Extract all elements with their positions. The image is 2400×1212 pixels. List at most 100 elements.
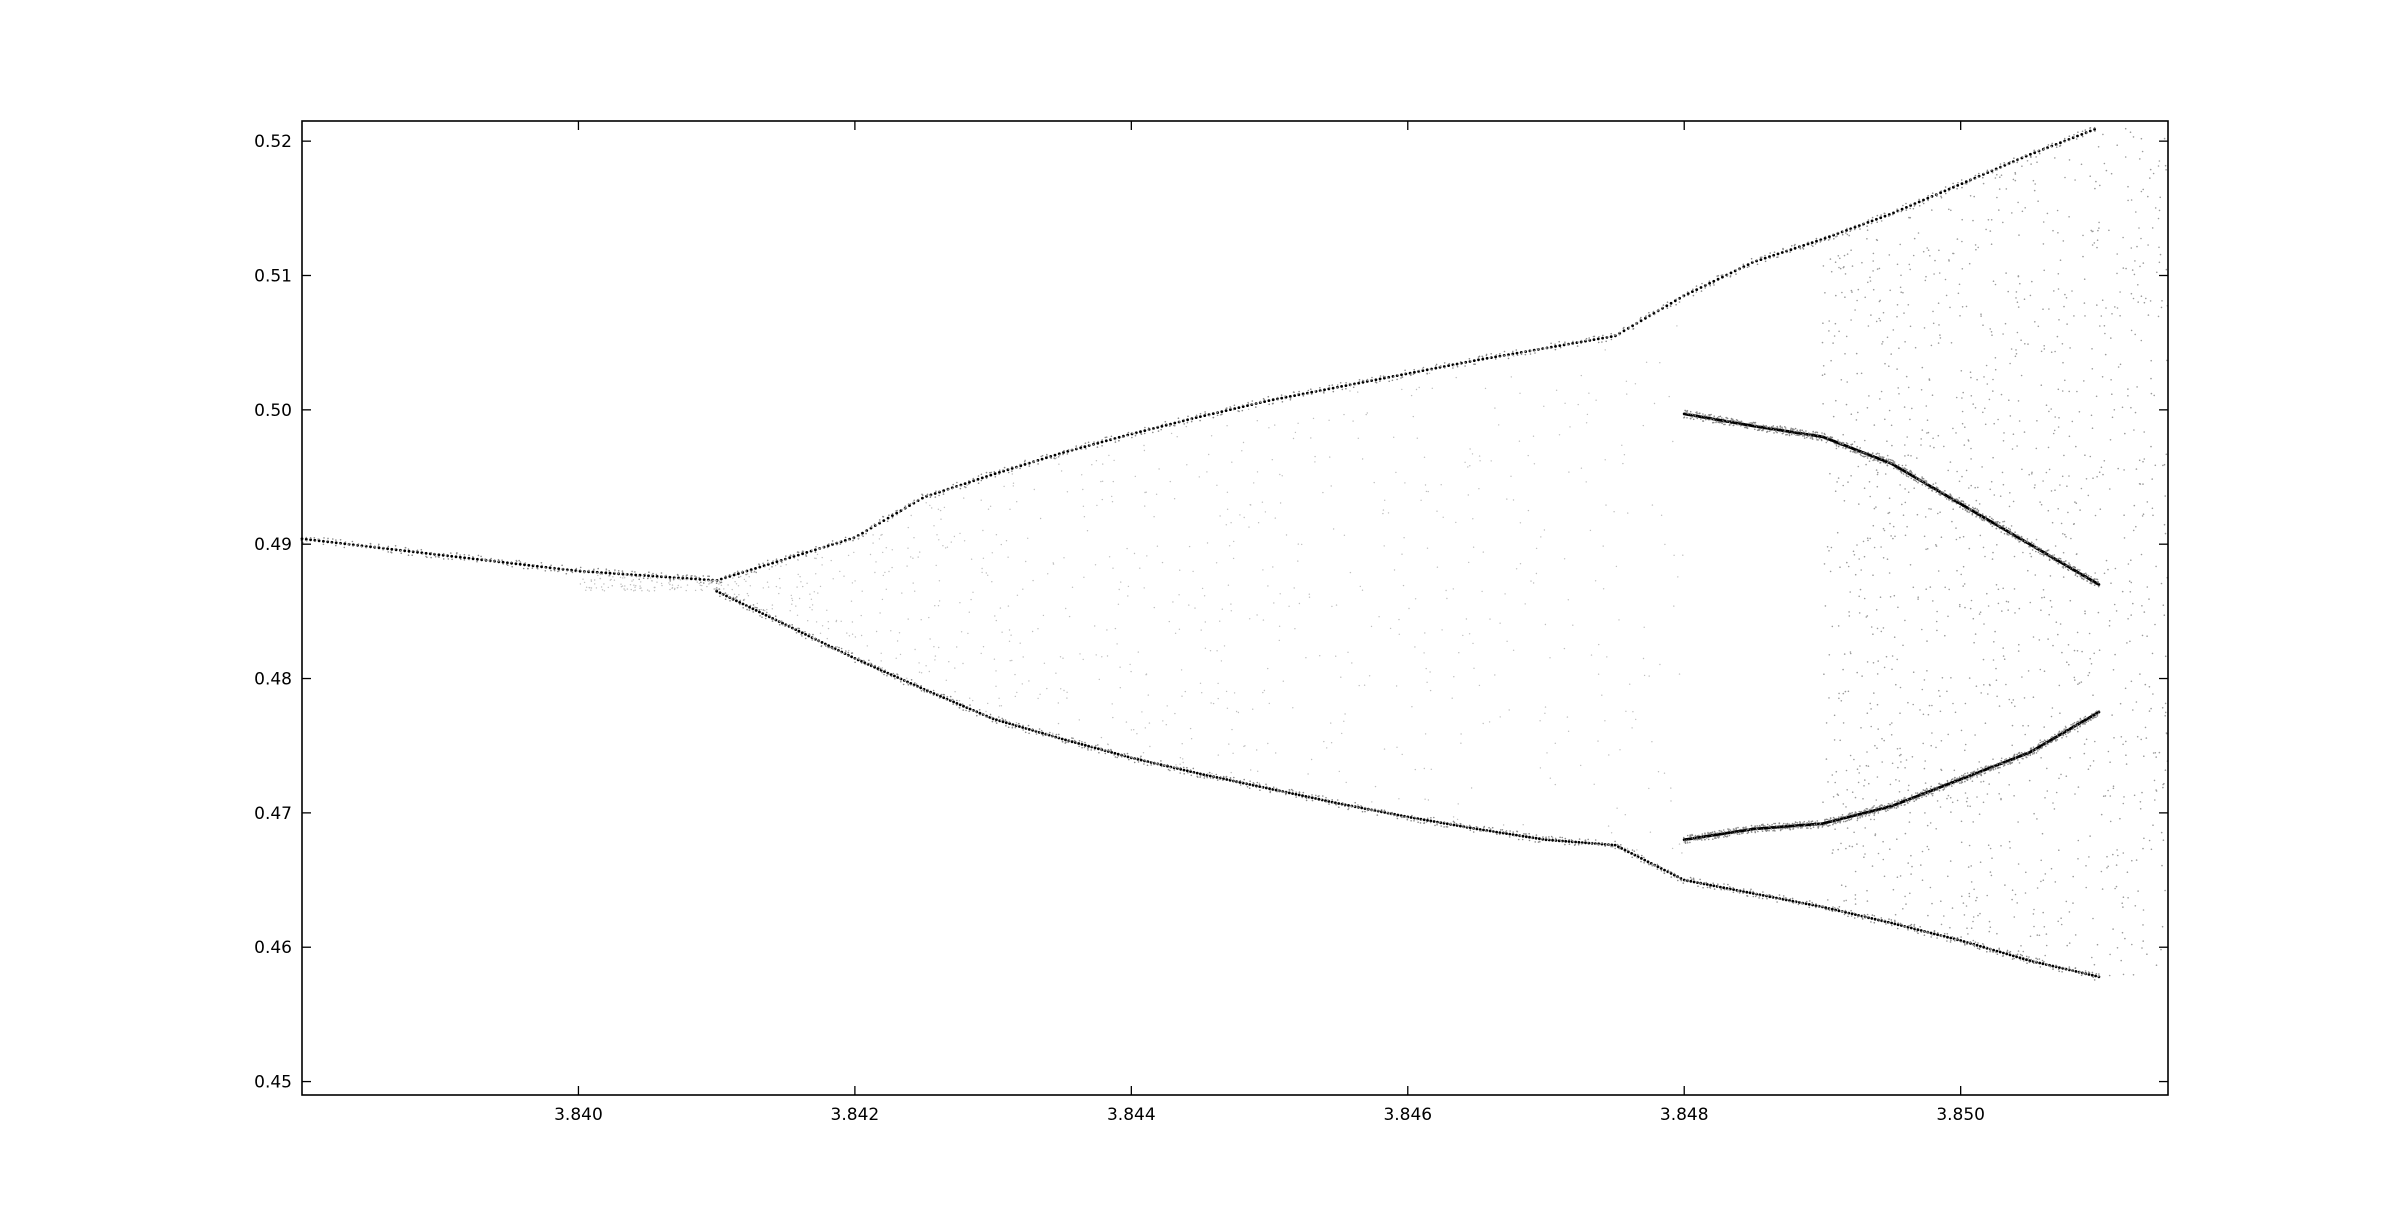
data-point: [1262, 397, 1265, 400]
data-point: [1960, 941, 1962, 943]
data-point: [913, 685, 915, 687]
data-point: [861, 534, 863, 536]
data-point: [1935, 491, 1937, 494]
data-point: [1682, 295, 1685, 298]
data-point: [886, 520, 889, 523]
data-point: [1344, 384, 1348, 387]
data-point: [540, 562, 543, 564]
data-point: [1909, 926, 1913, 930]
data-point: [761, 612, 765, 615]
data-point: [1232, 780, 1235, 782]
data-point: [535, 564, 539, 568]
data-point: [1090, 749, 1092, 751]
data-point: [2008, 757, 2011, 759]
data-point: [801, 552, 804, 556]
data-point: [1289, 397, 1292, 399]
data-point: [1614, 334, 1616, 337]
data-point: [1547, 838, 1550, 840]
data-point: [1961, 781, 1964, 784]
data-point: [1708, 281, 1711, 285]
data-point: [1574, 843, 1576, 846]
data-point: [1272, 786, 1275, 788]
data-point: [1529, 350, 1532, 352]
data-point: [1347, 808, 1349, 811]
data-point: [344, 541, 347, 543]
data-point: [2048, 965, 2050, 967]
data-point: [347, 544, 350, 546]
data-point: [1783, 897, 1785, 899]
data-point: [390, 551, 392, 553]
data-point: [1404, 372, 1407, 374]
data-point: [1845, 229, 1848, 232]
data-point: [839, 540, 842, 542]
data-point: [1713, 888, 1716, 890]
data-point: [1024, 731, 1027, 734]
data-point: [1839, 820, 1842, 823]
data-point: [1097, 747, 1100, 751]
data-point: [1829, 817, 1832, 819]
data-point: [1791, 899, 1795, 903]
data-point: [1617, 845, 1620, 849]
data-point: [471, 557, 475, 561]
data-point: [1986, 171, 1988, 173]
data-point: [1610, 332, 1612, 335]
data-point: [1150, 761, 1153, 763]
data-point: [1879, 461, 1882, 464]
data-point: [1404, 815, 1407, 818]
data-point: [1963, 502, 1965, 505]
data-point: [1903, 798, 1905, 800]
data-point: [1950, 494, 1952, 497]
data-point: [736, 596, 738, 598]
data-point: [1597, 341, 1600, 344]
data-point: [1962, 940, 1966, 943]
data-point: [1737, 826, 1739, 829]
data-point: [1429, 819, 1433, 823]
data-point: [2042, 740, 2045, 743]
data-point: [1251, 400, 1254, 402]
data-point: [1834, 907, 1836, 909]
data-point: [2088, 129, 2092, 133]
data-point: [991, 720, 994, 723]
data-point: [669, 580, 671, 582]
data-point: [404, 546, 407, 549]
data-point: [1127, 431, 1130, 434]
data-point: [1907, 802, 1909, 804]
data-point: [731, 598, 734, 600]
data-point: [407, 554, 410, 556]
data-point: [1173, 766, 1175, 769]
data-point: [1893, 467, 1895, 470]
data-point: [1890, 921, 1893, 925]
data-point: [741, 571, 744, 573]
data-point: [2036, 547, 2039, 549]
data-point: [724, 592, 727, 594]
data-point: [2090, 973, 2094, 977]
data-point: [1100, 749, 1103, 751]
data-point: [2052, 968, 2054, 971]
data-point: [989, 471, 991, 474]
data-point: [2005, 952, 2009, 956]
data-point: [1256, 781, 1259, 784]
data-point: [1380, 809, 1383, 811]
data-point: [1489, 828, 1492, 830]
data-point: [1811, 901, 1813, 904]
data-point: [310, 537, 312, 540]
data-point: [1705, 883, 1709, 886]
data-point: [1319, 390, 1322, 393]
data-point: [2057, 968, 2060, 971]
data-point: [1348, 382, 1351, 385]
data-point: [1694, 834, 1697, 837]
data-point: [1893, 922, 1897, 926]
data-point: [1900, 804, 1903, 806]
data-point: [1067, 741, 1069, 744]
data-point: [1310, 393, 1313, 395]
data-point: [1867, 451, 1869, 454]
data-point: [1216, 779, 1219, 781]
data-point: [1462, 824, 1464, 827]
data-point: [840, 647, 843, 650]
data-point: [661, 575, 663, 577]
data-point: [1732, 888, 1735, 891]
data-point: [1209, 777, 1212, 779]
data-point: [1891, 924, 1893, 927]
data-point: [719, 595, 721, 598]
data-point: [1735, 269, 1737, 271]
